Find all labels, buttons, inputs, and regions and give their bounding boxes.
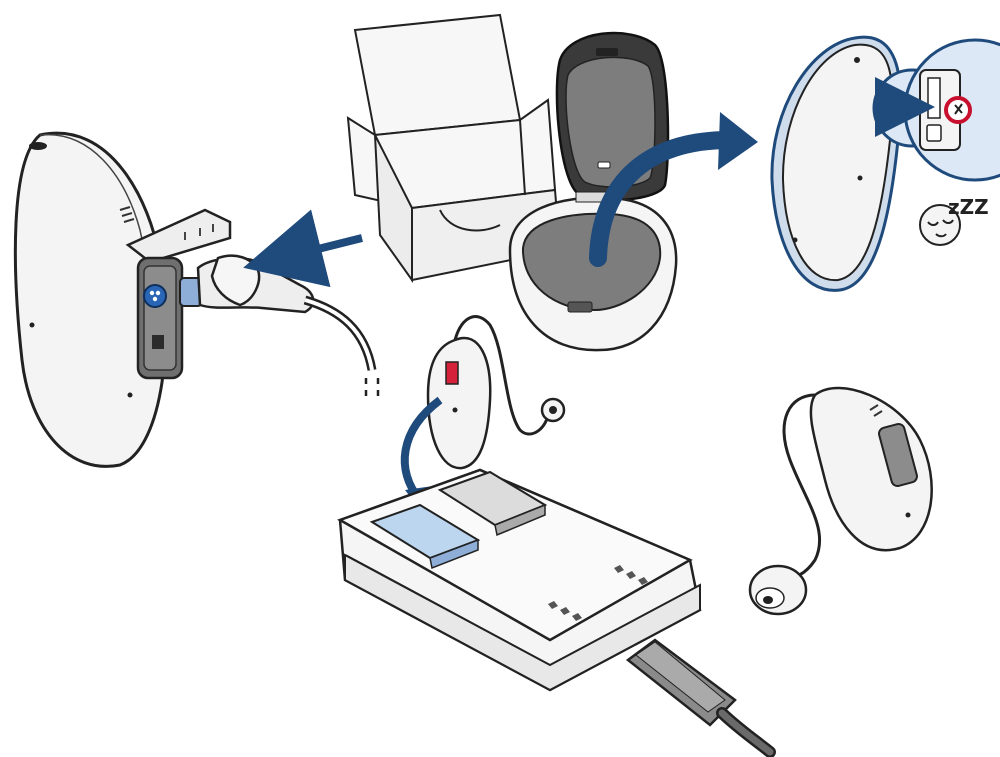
receiver-hearing-aid-right	[748, 386, 933, 616]
hearing-aid-body	[13, 131, 168, 468]
receiver-marker	[445, 361, 459, 385]
arrow-to-sleep	[589, 131, 739, 267]
sleep-face-icon: zZZ	[919, 195, 989, 246]
dock-indicator-lights	[548, 565, 648, 621]
rocker-button	[878, 423, 918, 487]
usb-cable	[625, 638, 776, 757]
arrow-to-plug	[243, 209, 363, 288]
charging-dock	[337, 468, 702, 692]
charger-plug	[179, 254, 380, 396]
charger-cable	[303, 295, 377, 371]
vent-lines	[119, 206, 135, 223]
sleep-label: zZZ	[948, 195, 989, 219]
hearing-aid-closed	[770, 35, 903, 292]
hearing-aid-edge	[39, 133, 156, 301]
microphone-hole	[29, 142, 47, 150]
packaging-box	[346, 13, 562, 284]
charging-contact	[143, 284, 167, 308]
battery-door-detail	[872, 38, 1000, 182]
receiver-hearing-aid-upper	[426, 315, 566, 470]
hearing-aid-with-open-port	[13, 131, 232, 468]
